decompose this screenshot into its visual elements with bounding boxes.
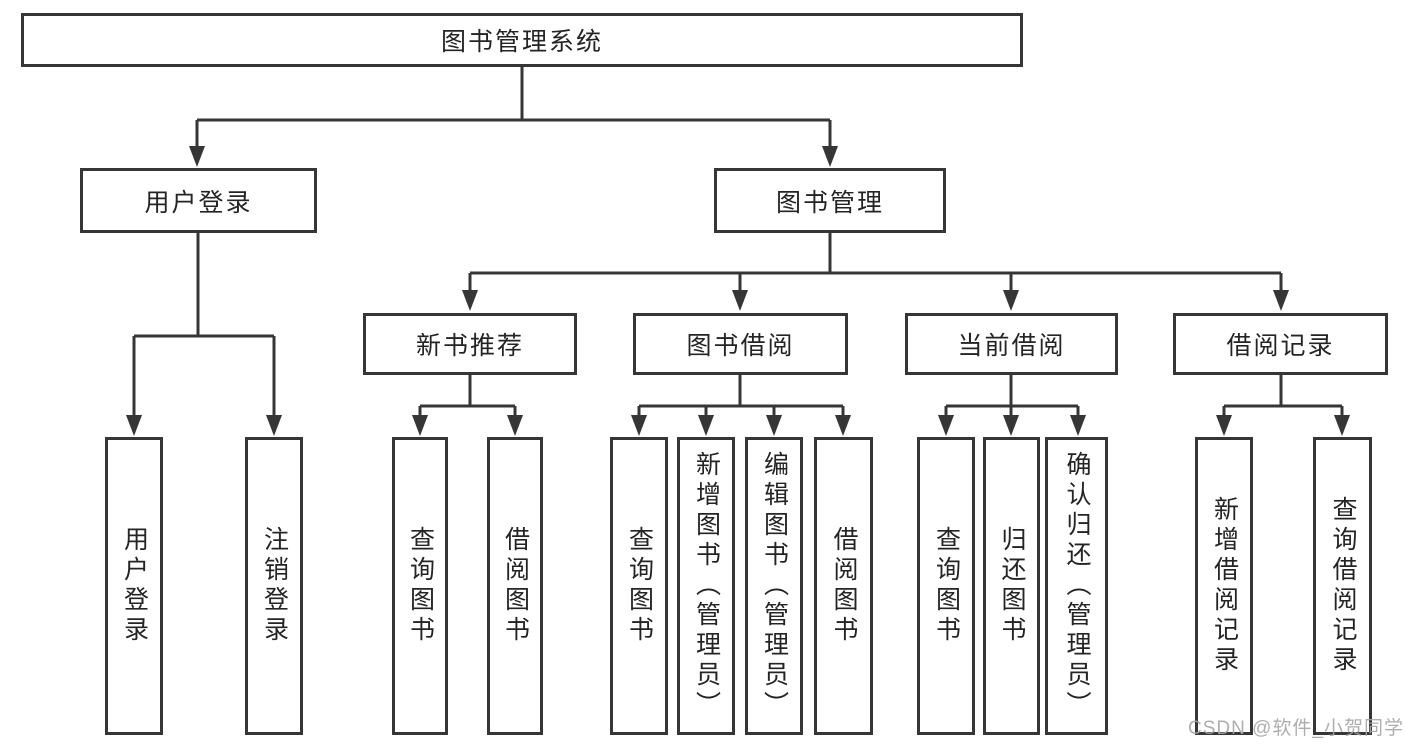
leaf-user-login-label: 用户登录 <box>120 526 149 646</box>
node-borrowing-records-label: 借阅记录 <box>1226 332 1335 360</box>
node-root: 图书管理系统 <box>21 13 1023 67</box>
node-current-borrowing-label: 当前借阅 <box>957 332 1066 360</box>
node-root-label: 图书管理系统 <box>440 28 603 56</box>
node-book-management: 图书管理 <box>714 168 946 233</box>
leaf-logout-label: 注销登录 <box>260 526 289 646</box>
node-user-login-label: 用户登录 <box>144 188 253 217</box>
leaf-bb-borrow-books: 借阅图书 <box>814 437 873 735</box>
leaf-bb-add-books-admin-label: 新增图书（管理员） <box>692 451 721 721</box>
node-book-management-label: 图书管理 <box>775 188 884 217</box>
leaf-logout: 注销登录 <box>245 437 303 735</box>
leaf-cb-confirm-return-admin: 确认归还（管理员） <box>1045 437 1108 735</box>
leaf-cb-return-books: 归还图书 <box>983 437 1040 735</box>
leaf-cb-search-books-label: 查询图书 <box>932 526 961 646</box>
leaf-br-add-record-label: 新增借阅记录 <box>1210 496 1239 676</box>
csdn-watermark: CSDN @软件_小贺同学 <box>1188 718 1404 739</box>
node-book-borrowing: 图书借阅 <box>633 313 848 375</box>
leaf-bb-edit-books-admin: 编辑图书（管理员） <box>745 437 803 735</box>
node-book-borrowing-label: 图书借阅 <box>686 332 795 360</box>
leaf-bb-edit-books-admin-label: 编辑图书（管理员） <box>760 451 789 721</box>
leaf-br-search-record: 查询借阅记录 <box>1313 437 1372 735</box>
leaf-bb-add-books-admin: 新增图书（管理员） <box>677 437 735 735</box>
node-new-book-recommend-label: 新书推荐 <box>415 332 524 360</box>
leaf-cb-return-books-label: 归还图书 <box>998 526 1026 646</box>
leaf-nb-borrow-books-label: 借阅图书 <box>501 526 530 646</box>
node-current-borrowing: 当前借阅 <box>905 313 1118 375</box>
node-user-login: 用户登录 <box>80 168 317 233</box>
node-borrowing-records: 借阅记录 <box>1173 313 1388 375</box>
leaf-nb-borrow-books: 借阅图书 <box>487 437 543 735</box>
leaf-user-login: 用户登录 <box>105 437 163 735</box>
leaf-bb-borrow-books-label: 借阅图书 <box>830 526 858 646</box>
leaf-br-add-record: 新增借阅记录 <box>1195 437 1253 735</box>
leaf-nb-search-books: 查询图书 <box>392 437 448 735</box>
node-new-book-recommend: 新书推荐 <box>363 313 577 375</box>
leaf-br-search-record-label: 查询借阅记录 <box>1329 496 1357 676</box>
leaf-bb-search-books-label: 查询图书 <box>625 526 654 646</box>
arrowheads <box>126 146 1350 436</box>
leaf-nb-search-books-label: 查询图书 <box>406 526 435 646</box>
leaf-cb-search-books: 查询图书 <box>917 437 975 735</box>
leaf-bb-search-books: 查询图书 <box>610 437 668 735</box>
leaf-cb-confirm-return-admin-label: 确认归还（管理员） <box>1063 451 1091 721</box>
